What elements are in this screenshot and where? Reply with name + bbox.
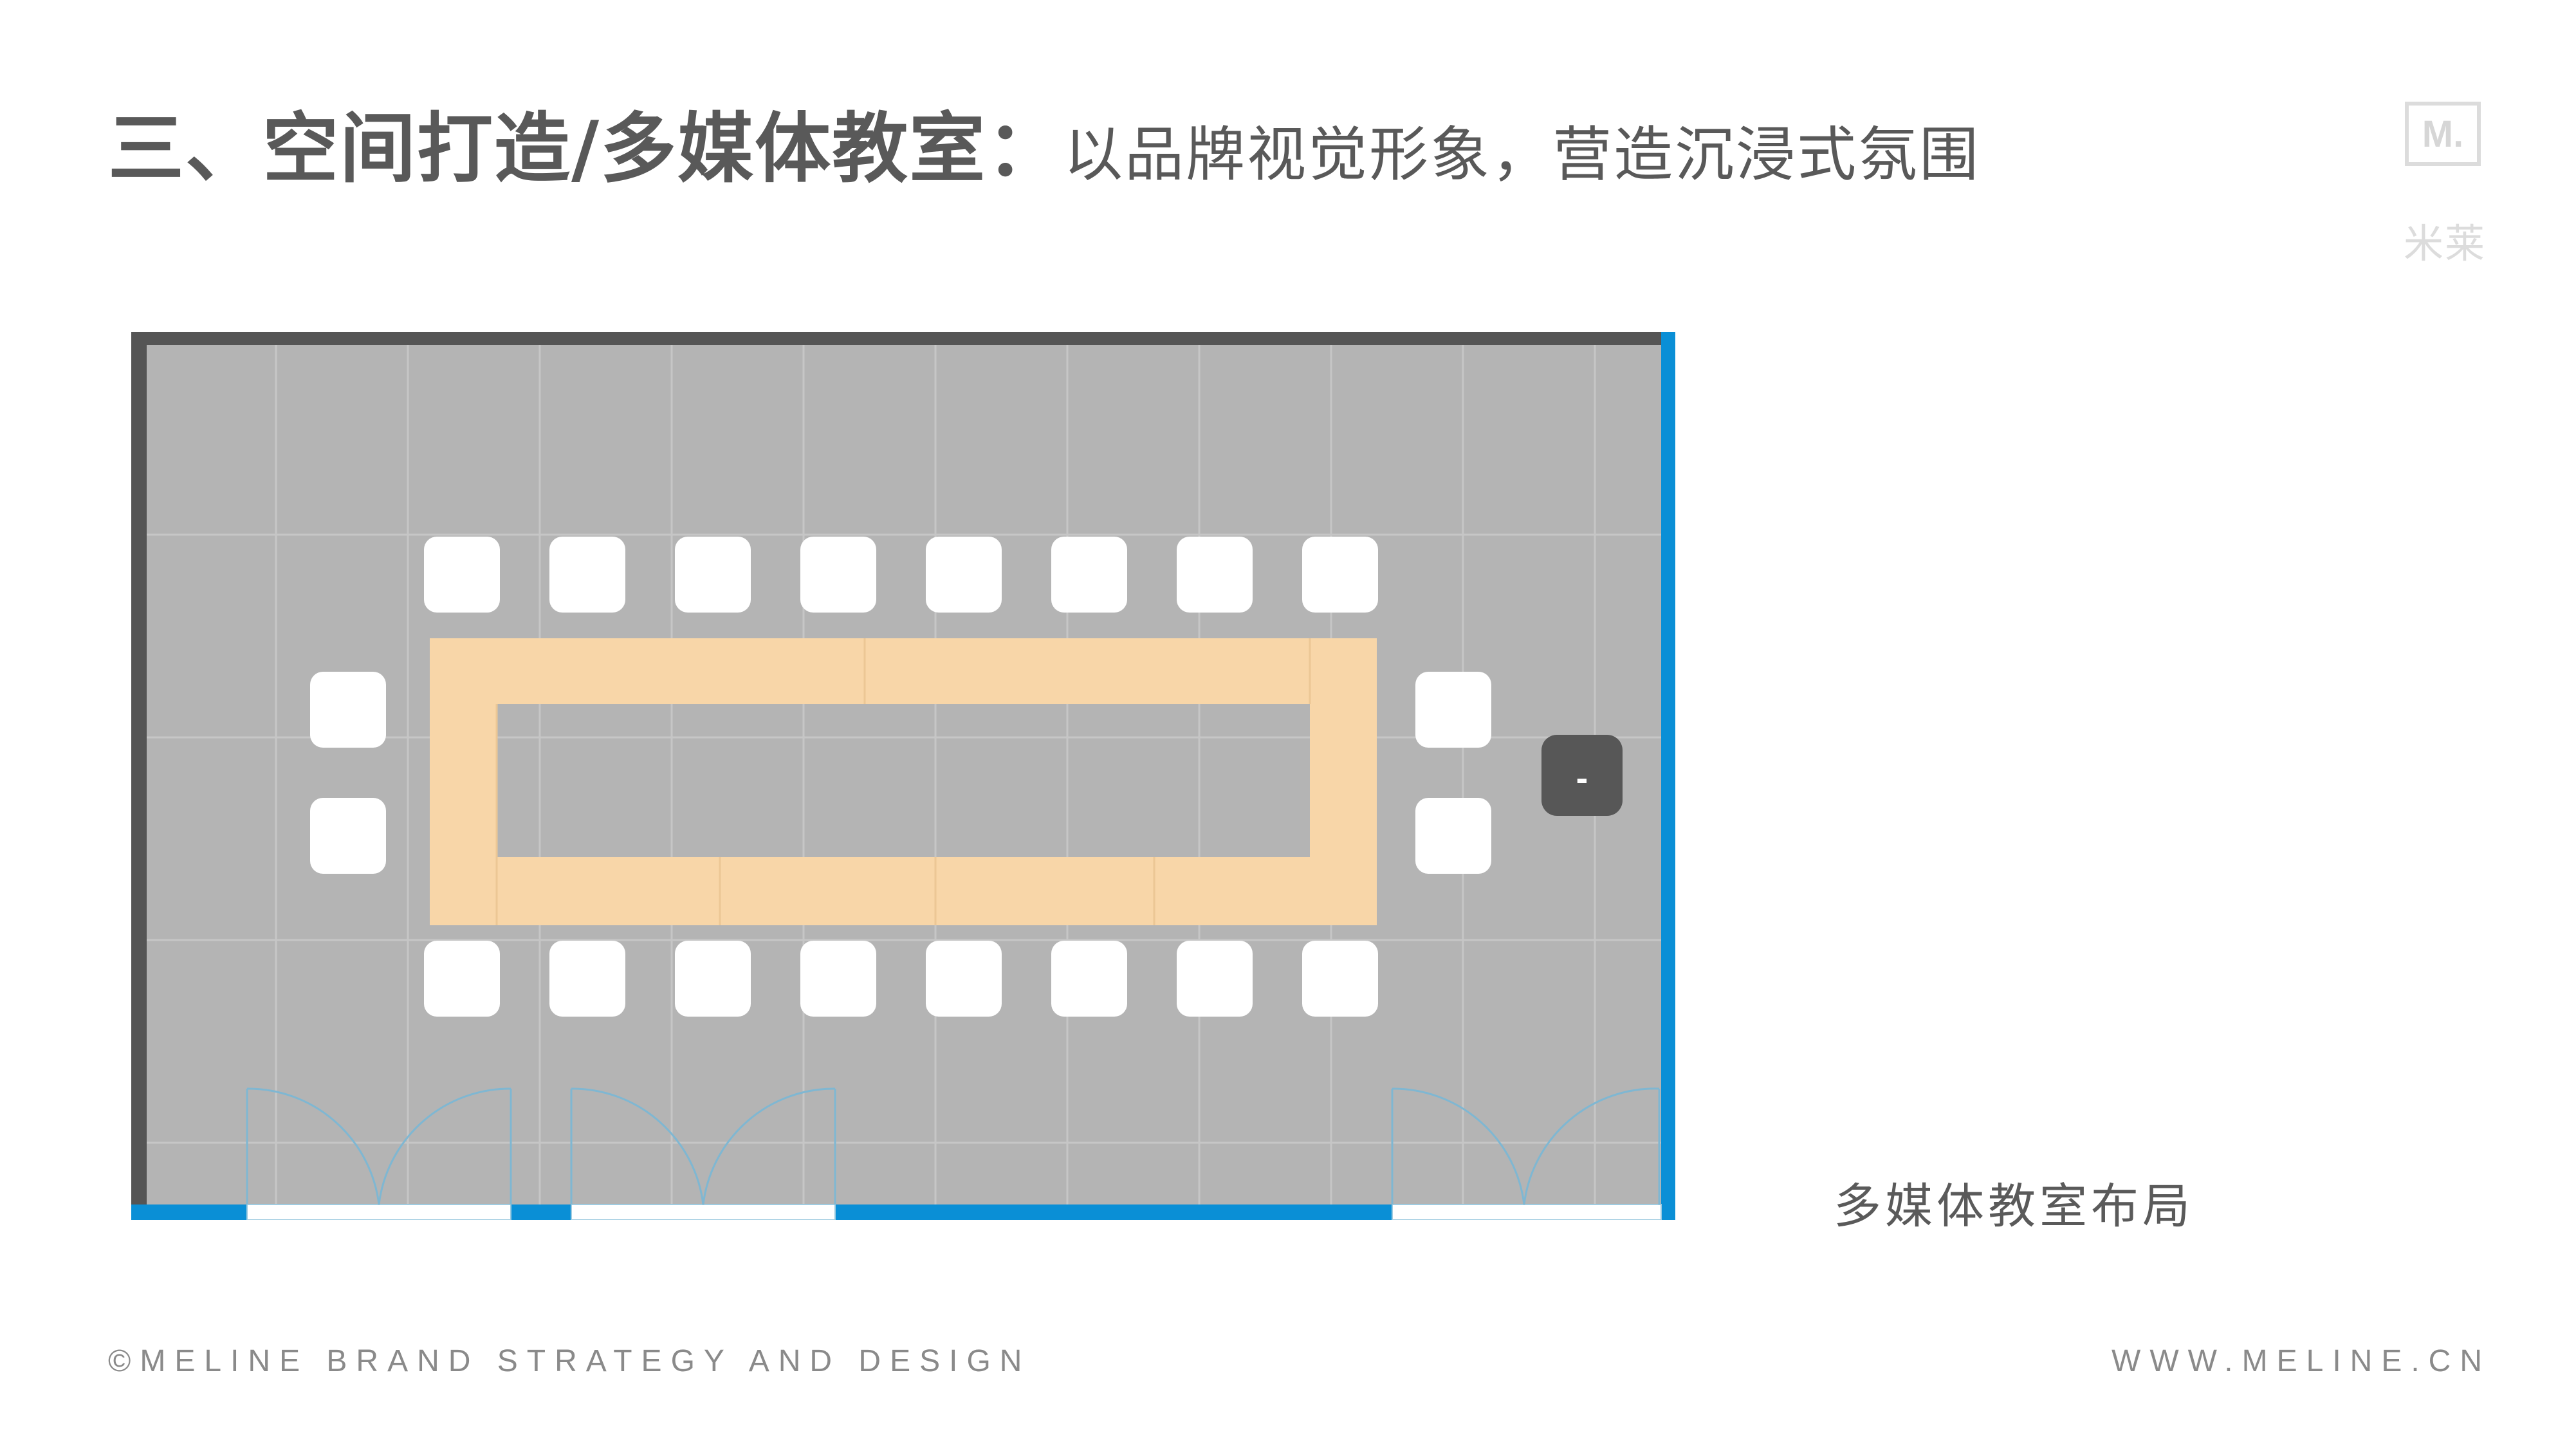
chair-top-2 [549,537,625,613]
door-opening-1 [246,1204,511,1220]
wall-top [131,332,1672,345]
door-3 [1391,1087,1661,1205]
floor-area [131,332,1675,1220]
chair-top-6 [1051,537,1127,613]
classroom-floorplan: - [131,332,1675,1220]
chair-top-3 [675,537,751,613]
chair-bottom-7 [1177,941,1253,1017]
chair-top-1 [424,537,500,613]
wall-right-glass [1661,332,1675,1220]
brand-logo-name: 米莱 [2403,220,2486,267]
chair-top-4 [800,537,876,613]
projector-label: - [1576,757,1588,798]
conference-table [430,638,1377,925]
chair-bottom-1 [424,941,500,1017]
chair-right-2 [1415,798,1491,874]
chair-bottom-5 [926,941,1002,1017]
footer-website: WWW.MELINE.CN [2111,1344,2491,1378]
page-title: 三、空间打造/多媒体教室： [108,104,1064,193]
chairs [310,537,1491,1017]
chair-bottom-6 [1051,941,1127,1017]
door-1 [246,1087,512,1205]
chair-top-7 [1177,537,1253,613]
chair-bottom-4 [800,941,876,1017]
chair-right-1 [1415,672,1491,748]
door-swings [246,1087,1661,1205]
table-seams [495,638,1311,925]
door-opening-3 [1392,1204,1662,1220]
brand-logo-mark: M. [2405,102,2481,166]
projector-box [1541,735,1623,816]
chair-left-1 [310,672,386,748]
chair-bottom-3 [675,941,751,1017]
door-2 [570,1087,836,1205]
chair-bottom-8 [1302,941,1378,1017]
wall-left [131,332,147,1220]
floorplan-caption: 多媒体教室布局 [1834,1179,2194,1234]
chair-bottom-2 [549,941,625,1017]
chair-top-5 [926,537,1002,613]
chair-top-8 [1302,537,1378,613]
chair-left-2 [310,798,386,874]
door-opening-2 [571,1204,836,1220]
footer-copyright: ©MELINE BRAND STRATEGY AND DESIGN [108,1344,1031,1378]
page-subtitle: 以品牌视觉形象，营造沉浸式氛围 [1063,120,1981,189]
page-title-row: 三、空间打造/多媒体教室：以品牌视觉形象，营造沉浸式氛围 [108,87,1980,197]
